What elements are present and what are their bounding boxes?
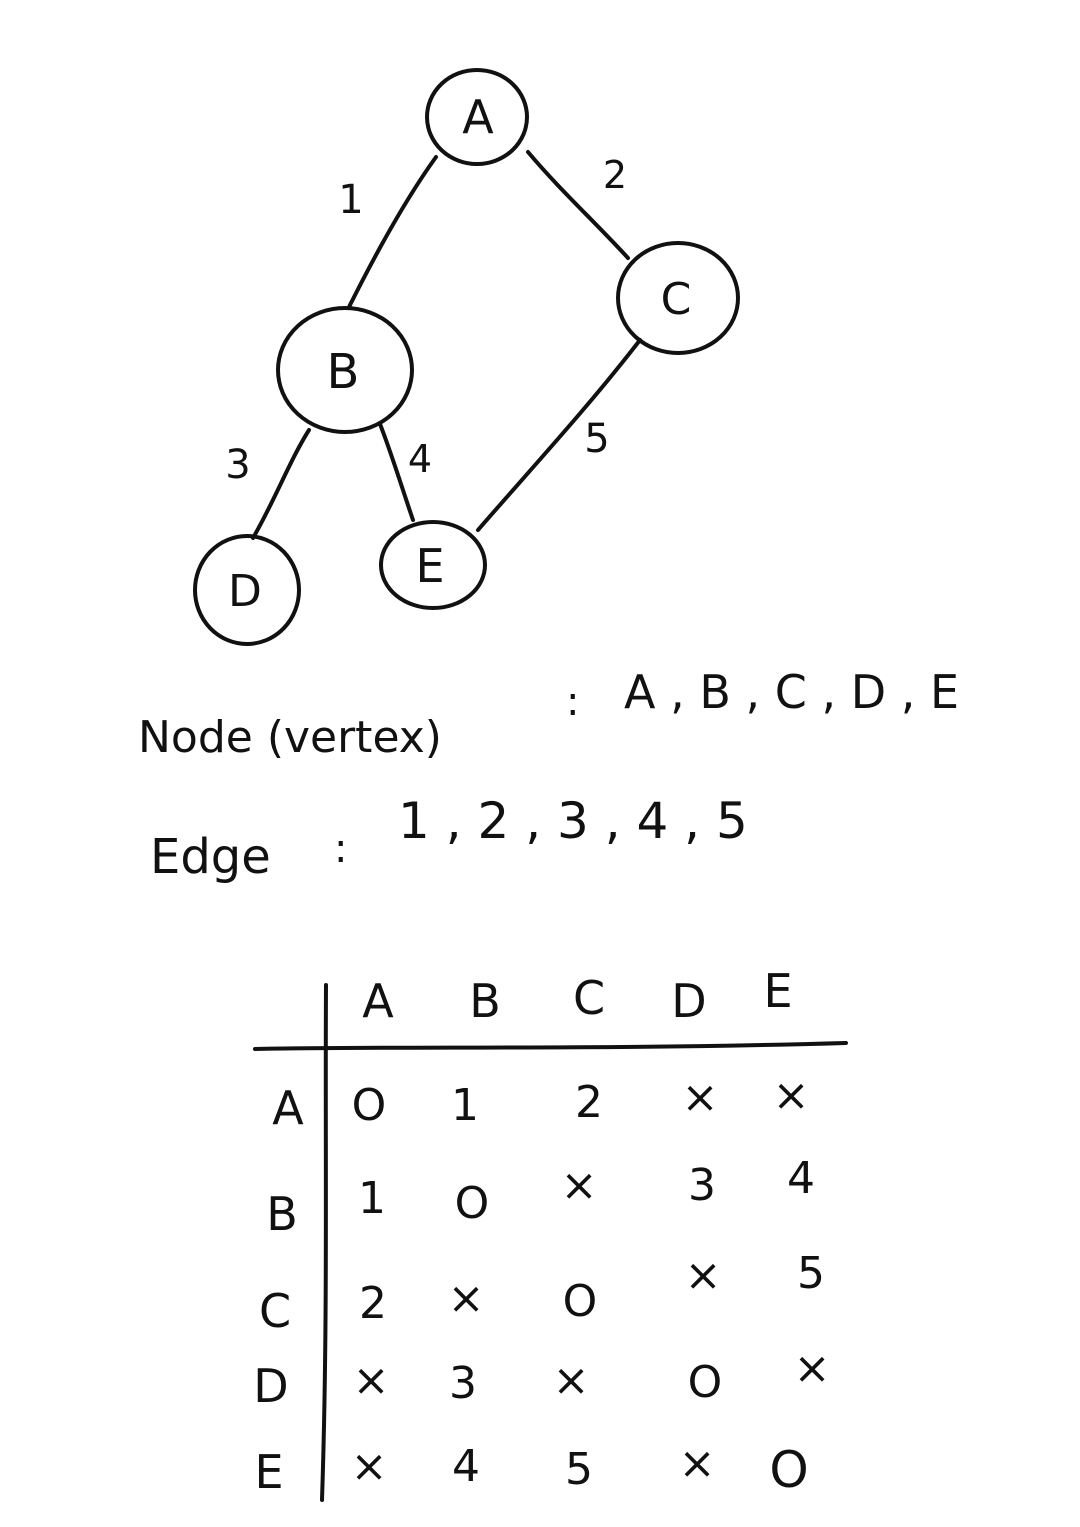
- matrix-cell: O: [688, 1357, 723, 1408]
- edge-label-5: 5: [584, 416, 609, 462]
- matrix-col-header-a: A: [362, 974, 394, 1028]
- matrix-row-header-e: E: [254, 1445, 283, 1499]
- matrix-cell: 5: [797, 1248, 825, 1299]
- node-e: E: [379, 520, 487, 610]
- matrix-row-header-c: C: [259, 1284, 291, 1338]
- matrix-cell: 1: [358, 1173, 386, 1224]
- matrix-vertical-rule: [320, 983, 328, 1502]
- matrix-cell: ×: [794, 1343, 831, 1394]
- matrix-horizontal-rule: [253, 1041, 848, 1051]
- edge-c-e: [476, 338, 642, 532]
- node-b: B: [276, 306, 414, 434]
- matrix-cell: ×: [448, 1273, 485, 1324]
- edge-label-2: 2: [603, 153, 627, 197]
- node-a: A: [425, 68, 529, 166]
- matrix-cell: 4: [787, 1153, 815, 1204]
- edge-b-d: [251, 428, 311, 540]
- matrix-cell: ×: [682, 1072, 719, 1123]
- node-e-label: E: [415, 539, 444, 593]
- matrix-cell: 3: [688, 1160, 716, 1211]
- edge-note-label: Edge: [150, 829, 271, 885]
- matrix-cell: O: [769, 1441, 808, 1499]
- matrix-cell: 1: [451, 1080, 479, 1131]
- adjacency-matrix: A B C D E A B C D E O 1 2 × × 1 O × 3 4 …: [253, 964, 848, 1502]
- matrix-row-header-a: A: [272, 1081, 304, 1135]
- matrix-cell: O: [563, 1276, 598, 1327]
- node-list-note: Node (vertex) : A , B , C , D , E: [138, 665, 959, 763]
- matrix-cell: O: [352, 1080, 387, 1131]
- edge-note-list: 1 , 2 , 3 , 4 , 5: [398, 792, 748, 850]
- edge-label-1: 1: [338, 177, 363, 223]
- matrix-cell: ×: [685, 1250, 722, 1301]
- matrix-row-header-b: B: [266, 1187, 298, 1241]
- matrix-cell: ×: [679, 1438, 716, 1489]
- matrix-cell: 2: [575, 1077, 603, 1128]
- matrix-row-header-d: D: [253, 1359, 288, 1413]
- matrix-cell: ×: [553, 1355, 590, 1406]
- matrix-col-header-c: C: [573, 971, 605, 1025]
- node-note-sep: :: [566, 679, 579, 725]
- node-c-label: C: [661, 274, 692, 325]
- matrix-cell: ×: [773, 1070, 810, 1121]
- matrix-col-header-d: D: [671, 974, 706, 1028]
- matrix-cell: ×: [351, 1441, 388, 1492]
- node-d: D: [193, 534, 301, 646]
- matrix-cell: 4: [452, 1441, 480, 1492]
- matrix-col-header-e: E: [763, 964, 792, 1018]
- matrix-cell: ×: [353, 1355, 390, 1406]
- matrix-cell: 5: [565, 1444, 593, 1495]
- edges: [251, 150, 642, 540]
- node-a-label: A: [462, 90, 494, 144]
- node-note-label: Node (vertex): [138, 712, 442, 763]
- edge-label-3: 3: [225, 442, 250, 488]
- node-b-label: B: [327, 344, 360, 400]
- node-note-list: A , B , C , D , E: [624, 665, 959, 719]
- edge-a-c: [526, 150, 630, 260]
- matrix-cell: 2: [359, 1278, 387, 1329]
- edge-b-e: [378, 422, 415, 522]
- edge-list-note: Edge : 1 , 2 , 3 , 4 , 5: [150, 792, 748, 885]
- matrix-cell: ×: [561, 1160, 598, 1211]
- node-d-label: D: [228, 566, 262, 617]
- edge-note-sep: :: [334, 826, 347, 872]
- matrix-cell: 3: [449, 1358, 477, 1409]
- matrix-cell: O: [455, 1178, 490, 1229]
- matrix-col-header-b: B: [469, 974, 501, 1028]
- edge-label-4: 4: [408, 437, 432, 481]
- edge-a-b: [347, 155, 438, 309]
- node-c: C: [616, 241, 740, 355]
